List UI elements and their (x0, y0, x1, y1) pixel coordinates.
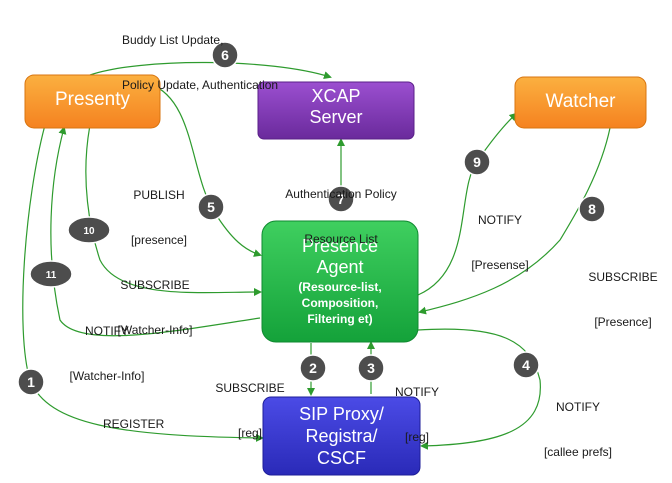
edge-10-subscribe-watcher-info (85, 124, 262, 297)
sip-label-line1: SIP Proxy/ (299, 404, 384, 424)
label-publish: PUBLISH [presence] (118, 158, 200, 278)
sip-proxy-label: SIP Proxy/ Registra/ CSCF (263, 403, 420, 469)
svg-text:9: 9 (473, 154, 481, 170)
label-notify3-line2: [reg] (404, 430, 429, 444)
label-notify4-line1: NOTIFY (556, 400, 600, 414)
sip-label-line2: Registra/ (305, 426, 378, 446)
label-auth-line2: Resource List (304, 232, 378, 246)
svg-text:11: 11 (46, 270, 57, 281)
badge-4: 4 (512, 351, 540, 379)
svg-text:10: 10 (83, 226, 95, 237)
label-notify4-line2: [callee prefs] (543, 445, 613, 459)
badge-6: 6 (211, 41, 239, 69)
badge-1: 1 (17, 368, 45, 396)
xcap-server-node (257, 81, 415, 140)
badge-5: 5 (197, 193, 225, 221)
presence-agent-node (261, 220, 419, 343)
svg-text:3: 3 (367, 360, 375, 376)
label-register: REGISTER (103, 417, 165, 431)
xcap-label-line1: XCAP (311, 86, 361, 106)
watcher-label: Watcher (545, 91, 616, 112)
edge-8-subscribe-from-watcher (418, 127, 611, 315)
label-subscribe10-line2: [Watcher-Info] (117, 323, 193, 337)
label-notify-4: NOTIFY [callee prefs] (528, 370, 628, 483)
svg-text:7: 7 (337, 191, 345, 207)
edge-11-notify-watcher-info (50, 126, 261, 337)
label-subscribe-8: SUBSCRIBE [Presence] (580, 240, 666, 360)
presenty-node (24, 74, 161, 129)
edge-9-notify-to-watcher (417, 112, 518, 296)
badge-2: 2 (299, 354, 327, 382)
label-notify11-line2: [Watcher-Info] (69, 369, 145, 383)
label-notify3-line1: NOTIFY (395, 385, 439, 399)
edge-4-notify-callee-prefs (417, 328, 541, 450)
label-subscribe-10: SUBSCRIBE [Watcher-Info] (100, 248, 210, 368)
agent-sub-line2: Composition, (301, 296, 379, 311)
svg-text:5: 5 (207, 199, 215, 215)
badge-9: 9 (463, 148, 491, 176)
label-subscribe2-line1: SUBSCRIBE (215, 381, 285, 395)
agent-title-line2: Agent (316, 256, 364, 277)
svg-text:2: 2 (309, 360, 317, 376)
badge-11: 11 (29, 260, 73, 288)
svg-text:4: 4 (522, 357, 530, 373)
badge-10: 10 (67, 216, 111, 244)
sip-label-line3: CSCF (317, 448, 366, 468)
sip-proxy-node (262, 396, 421, 476)
label-notify11-line1: NOTIFY (85, 324, 129, 338)
label-notify-11: NOTIFY [Watcher-Info] (57, 294, 157, 414)
svg-text:8: 8 (588, 201, 596, 217)
label-subscribe2-line2: [reg] (237, 426, 262, 440)
badge-8: 8 (578, 195, 606, 223)
label-subscribe-2: SUBSCRIBE [reg] (205, 351, 295, 471)
agent-sub-line1: (Resource-list, (298, 280, 382, 295)
xcap-label-line2: Server (309, 106, 363, 127)
svg-text:1: 1 (27, 374, 35, 390)
label-notify-3: NOTIFY [reg] (385, 355, 449, 475)
badge-3: 3 (357, 354, 385, 382)
edge-6-presenty-to-xcap (89, 61, 332, 80)
label-subscribe8-line1: SUBSCRIBE (588, 270, 658, 284)
watcher-node (514, 76, 647, 129)
label-auth-policy: Authentication Policy Resource List (265, 157, 417, 277)
presence-agent-label: Presence Agent (Resource-list, Compositi… (262, 236, 418, 327)
svg-text:6: 6 (221, 47, 229, 63)
agent-sub-line3: Filtering et) (307, 312, 373, 327)
label-top-line1: Buddy List Update, (122, 33, 224, 47)
presenty-label: Presenty (55, 89, 130, 110)
xcap-server-label: XCAP Server (258, 86, 414, 127)
label-notify9-line2: [Presense] (471, 258, 529, 272)
label-auth-line1: Authentication Policy (285, 187, 397, 201)
label-subscribe8-line2: [Presence] (594, 315, 652, 329)
label-notify-9: NOTIFY [Presense] (460, 183, 540, 303)
agent-title-line1: Presence (301, 236, 379, 256)
label-publish-line1: PUBLISH (133, 188, 185, 202)
badge-7: 7 (327, 185, 355, 213)
label-publish-line2: [presence] (130, 233, 188, 247)
label-top-buddy-list: Buddy List Update, Policy Update, Authen… (122, 3, 278, 123)
label-notify9-line1: NOTIFY (478, 213, 522, 227)
label-subscribe10-line1: SUBSCRIBE (120, 278, 190, 292)
label-top-line2: Policy Update, Authentication (122, 78, 279, 92)
